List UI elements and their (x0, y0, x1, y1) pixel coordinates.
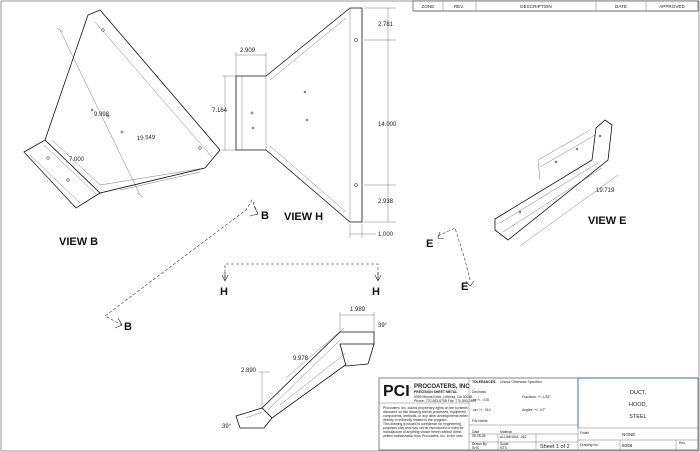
rev-label: Rev. (679, 441, 686, 445)
rev-header-date: DATE (615, 4, 627, 9)
company-name: PROCOATERS, INC (414, 384, 470, 390)
angles-tol: Angles: +/- 1/2° (522, 408, 546, 412)
section-mark-h-left: H (220, 286, 228, 298)
rev-header-rev: REV. (454, 4, 464, 9)
date-value: 09-08-08 (472, 434, 486, 438)
part-title-line-3: STEEL (629, 414, 646, 420)
material-label: Material (500, 430, 512, 434)
rev-header-zone: ZONE (422, 4, 435, 9)
disclaimer-line-8: written authorization from Procoaters, I… (383, 434, 464, 438)
view-h-drawing: 2.909 7.164 2.781 14.000 2.938 1.000 (212, 7, 397, 238)
material-value: ALUMINUM, .062 (500, 435, 527, 439)
dim-section-height: 2.890 (241, 368, 257, 374)
disclaimer-line-7: manufacture of anything shown herein wit… (383, 430, 461, 434)
finish-label: Finish (580, 431, 589, 435)
dim-section-length: 9.978 (293, 356, 309, 362)
view-b-label: VIEW B (59, 236, 98, 248)
title-block (378, 377, 699, 451)
part-title-line-2: HOOD, (629, 402, 648, 408)
disclaimer-line-4: directly or indirectly related to the pr… (383, 418, 447, 422)
view-e-label: VIEW E (588, 215, 627, 227)
dim-h-bottom-width: 1.000 (378, 232, 394, 238)
dim-h-top-width: 2.909 (240, 48, 256, 54)
scale-value: NTS (500, 446, 508, 450)
disclaimer-line-1: Procoaters, Inc. claims proprietary righ… (383, 406, 468, 410)
company-logo: PCI (383, 383, 410, 400)
date-label: Date (472, 430, 479, 434)
finish-value: NONE (622, 432, 635, 437)
company-phone: Phone: 770-593-6758 Fax: 770-593-2697 (414, 399, 477, 403)
section-mark-b-bottom: B (124, 321, 132, 333)
scale-label: Scale (500, 442, 509, 446)
section-view-drawing: 9.978 1.989 2.890 39° 39° (222, 307, 388, 430)
decimals-label: Decimals: (472, 390, 487, 394)
company-address: 5059 Minola Drive, Lithonia, GA 30038 (414, 395, 472, 399)
tolerances-note: Unless Otherwise Specified (500, 380, 542, 384)
drawn-by-value: SHS (472, 446, 480, 450)
rev-header-description: DESCRIPTION (520, 4, 551, 9)
sheet-number: Sheet 1 of 2 (540, 444, 570, 450)
dim-section-angle-right: 39° (378, 323, 388, 329)
dim-section-angle-left: 39° (222, 424, 232, 430)
section-mark-e-top: E (426, 238, 433, 250)
drawing-no-value: 5068 (622, 443, 633, 448)
dim-h-right-height: 14.000 (378, 122, 397, 128)
dim-h-bottom-right: 2.938 (378, 199, 394, 205)
drawn-by-label: Drawn By (472, 442, 487, 446)
rev-header-approved: APPROVED (659, 4, 685, 9)
drawing-no-label: Drawing No. (580, 443, 599, 447)
section-mark-b-top: B (261, 210, 269, 222)
section-mark-e-bottom: E (461, 281, 468, 293)
view-e-drawing: 19.719 (494, 119, 619, 247)
disclaimer-line-6: purposes only and may not be reproduced … (383, 426, 465, 430)
dim-b-long: 19.549 (137, 135, 156, 142)
section-cuts (104, 199, 475, 329)
tolerances-label: TOLERANCES: (472, 380, 496, 384)
decimals-tol-1: .xx +/- .015 (472, 398, 489, 402)
part-title-line-1: DUCT, (630, 390, 647, 396)
company-subtitle: PRECISION SHEET METAL (414, 390, 457, 394)
file-name-label: File Name (472, 419, 488, 423)
dim-b-mid: 9.998 (94, 112, 110, 118)
dim-h-left-height: 7.164 (212, 108, 228, 114)
view-h-label: VIEW H (284, 211, 323, 223)
section-mark-h-right: H (372, 286, 380, 298)
dim-b-width: 7.000 (69, 157, 85, 163)
fractions-tol: Fractions: +/- 1/32" (522, 395, 551, 399)
dim-e-length: 19.719 (596, 188, 615, 194)
decimals-tol-2: .xxx +/- .010 (472, 408, 491, 412)
dim-section-top: 1.989 (350, 307, 366, 313)
revision-block: ZONE REV. DESCRIPTION DATE APPROVED (412, 0, 699, 12)
disclaimer-line-3: components, methods, or any other develo… (383, 414, 469, 418)
view-b-drawing: 19.549 9.998 7.000 (23, 9, 221, 209)
dim-h-top-right: 2.781 (378, 22, 394, 28)
disclaimer-line-5: This drawing is issued in confidence for… (383, 422, 461, 426)
disclaimer-line-2: disclosed on this drawing and all proces… (383, 410, 467, 414)
